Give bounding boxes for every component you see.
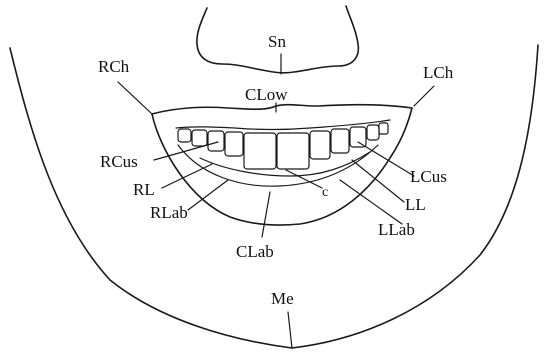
upper-lip [152, 105, 412, 114]
leader-lch [414, 86, 434, 106]
leader-rl [162, 164, 212, 188]
label-lch: LCh [423, 63, 454, 82]
leader-me [288, 312, 292, 348]
label-rlab: RLab [150, 203, 188, 222]
label-clab: CLab [236, 242, 274, 261]
leader-llab [340, 180, 402, 224]
label-sn: Sn [268, 32, 286, 51]
label-lcus: LCus [410, 167, 447, 186]
leader-rch [118, 82, 152, 114]
label-ll: LL [405, 195, 426, 214]
leader-ll [352, 160, 404, 202]
label-llab: LLab [378, 220, 415, 239]
label-c: c [322, 185, 328, 200]
label-me: Me [271, 289, 294, 308]
label-rl: RL [133, 180, 155, 199]
leader-rcus [154, 142, 218, 160]
label-rcus: RCus [100, 152, 138, 171]
label-clow: CLow [245, 85, 288, 104]
label-rch: RCh [98, 57, 130, 76]
leader-clab [262, 192, 270, 237]
leader-rlab [188, 180, 228, 210]
